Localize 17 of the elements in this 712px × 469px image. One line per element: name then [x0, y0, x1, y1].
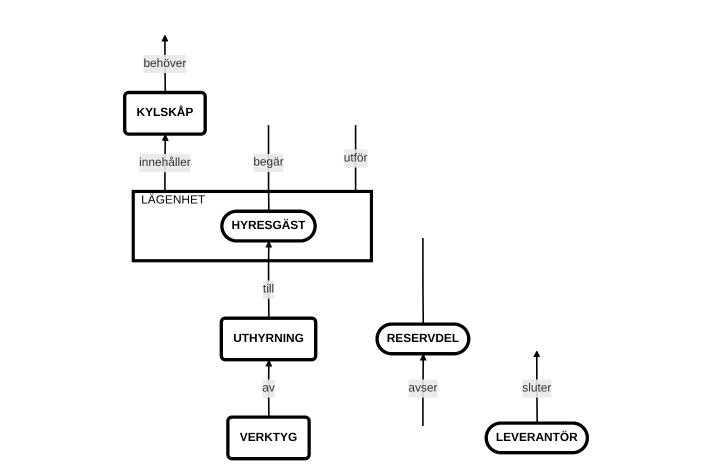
edge-label: till — [262, 282, 274, 296]
entity-box: RESERVDEL — [375, 322, 470, 355]
entity-box: HYRESGÄST — [220, 209, 317, 242]
entity-box: VERKTYG — [226, 415, 311, 460]
edge-label: avser — [408, 380, 438, 394]
entity-box: UTHYRNING — [220, 316, 318, 361]
entity-box: LEVERANTÖR — [484, 420, 589, 454]
edge-label: begär — [253, 154, 284, 168]
edge-label: sluter — [522, 380, 552, 394]
entity-box: KYLSKÅP — [123, 90, 207, 136]
connector-line — [422, 237, 424, 324]
edge-label: utför — [344, 150, 368, 164]
arrow — [265, 359, 272, 417]
edge-label: av — [262, 380, 275, 394]
arrow — [265, 240, 272, 318]
edge-label: behöver — [143, 56, 186, 70]
edge-label: innehåller — [139, 155, 191, 169]
